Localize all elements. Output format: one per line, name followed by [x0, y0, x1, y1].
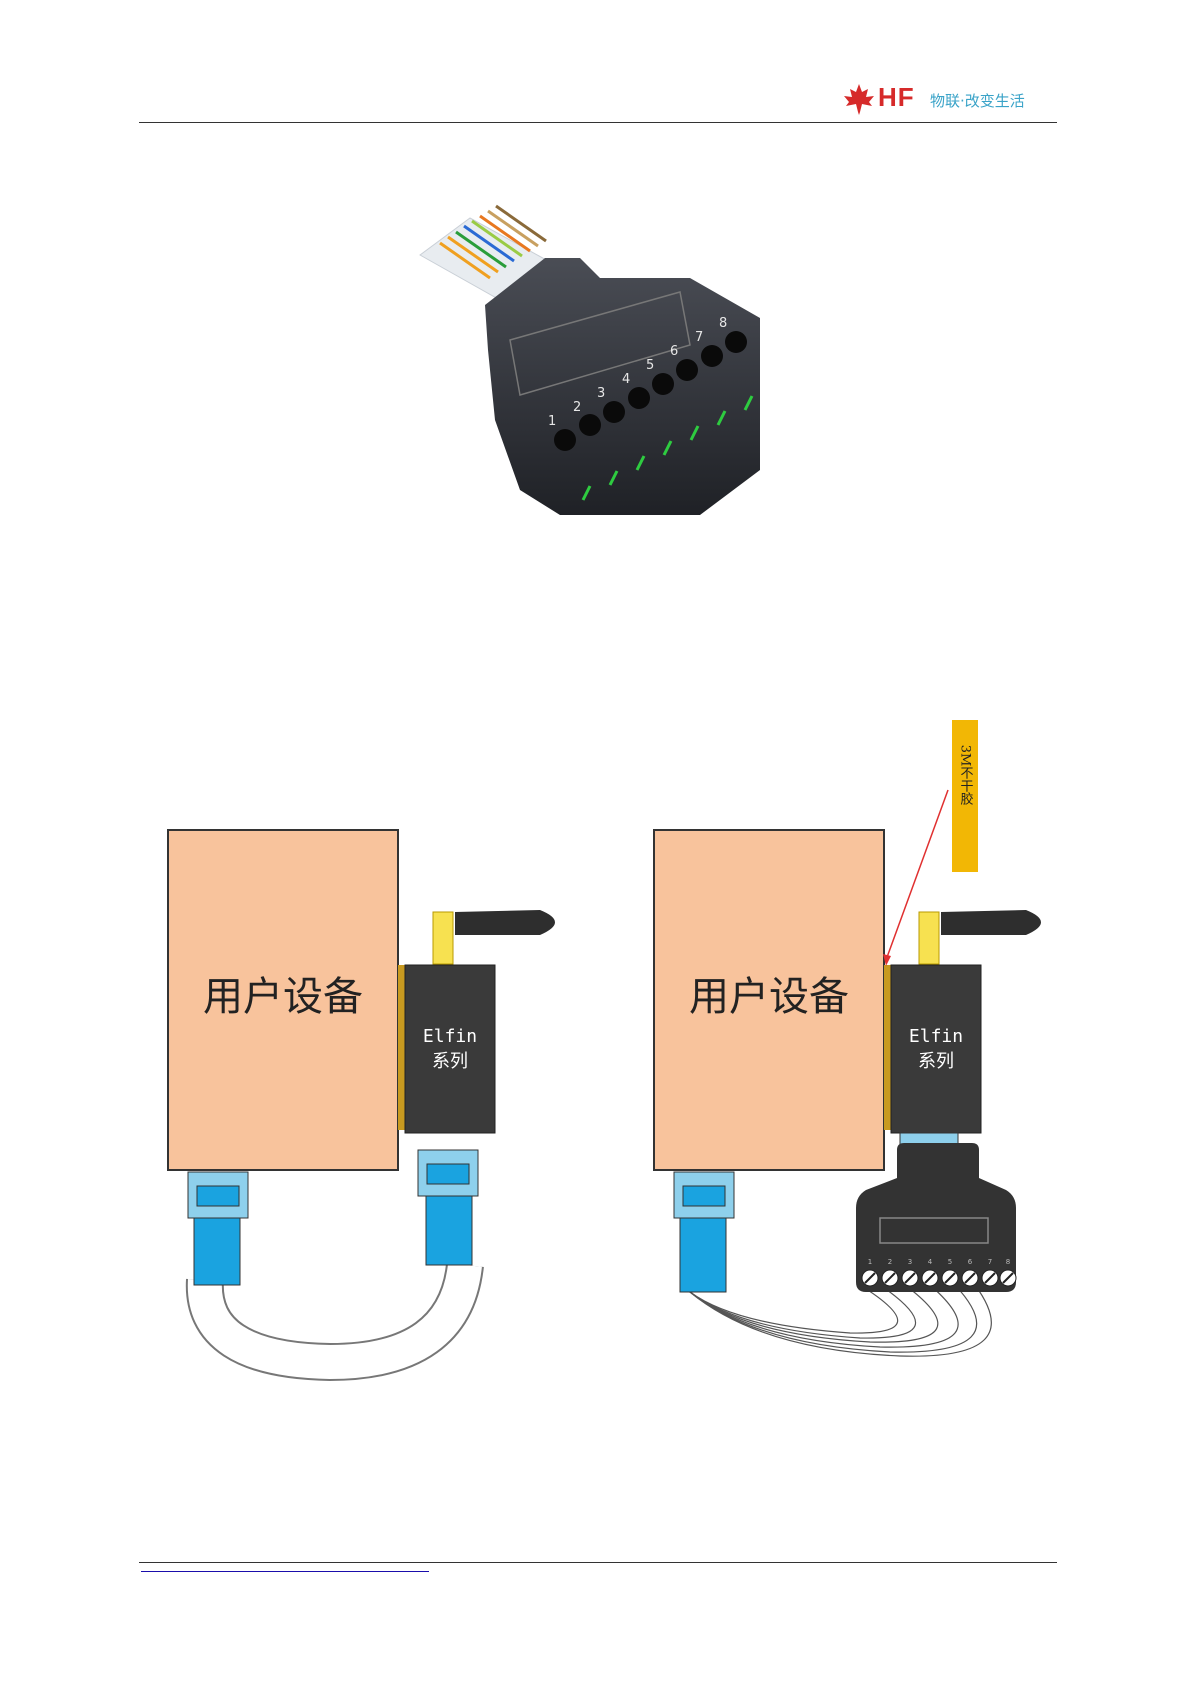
antenna-connector — [919, 912, 939, 964]
module-series-label: 系列 — [918, 1051, 954, 1072]
pin-number-label: 2 — [888, 1258, 892, 1266]
elfin-module-box — [891, 965, 981, 1133]
pin-number-label: 5 — [948, 1258, 952, 1266]
user-device-label: 用户设备 — [689, 974, 849, 1020]
left-diagram: 用户设备 Elfin 系列 — [168, 830, 555, 1362]
pin-number-label: 1 — [868, 1258, 872, 1266]
pin-number-label: 3 — [908, 1258, 912, 1266]
module-name-label: Elfin — [423, 1026, 477, 1047]
pin-number-label: 4 — [928, 1258, 933, 1266]
pin-number-label: 6 — [968, 1258, 973, 1266]
user-device-label: 用户设备 — [203, 974, 363, 1020]
antenna-connector — [433, 912, 453, 964]
pin-number-label: 8 — [1006, 1258, 1010, 1266]
module-series-label: 系列 — [432, 1051, 468, 1072]
elfin-module-box — [405, 965, 495, 1133]
right-diagram: 用户设备 Elfin 系列 1 2 3 4 — [654, 720, 1041, 1356]
tape-label: 3M不干胶 — [958, 745, 974, 807]
module-name-label: Elfin — [909, 1026, 963, 1047]
footer-rule — [139, 1562, 1057, 1563]
pin-number-label: 7 — [988, 1258, 992, 1266]
footer-link-underline[interactable] — [141, 1571, 429, 1572]
antenna-icon — [455, 910, 555, 935]
antenna-icon — [941, 910, 1041, 935]
